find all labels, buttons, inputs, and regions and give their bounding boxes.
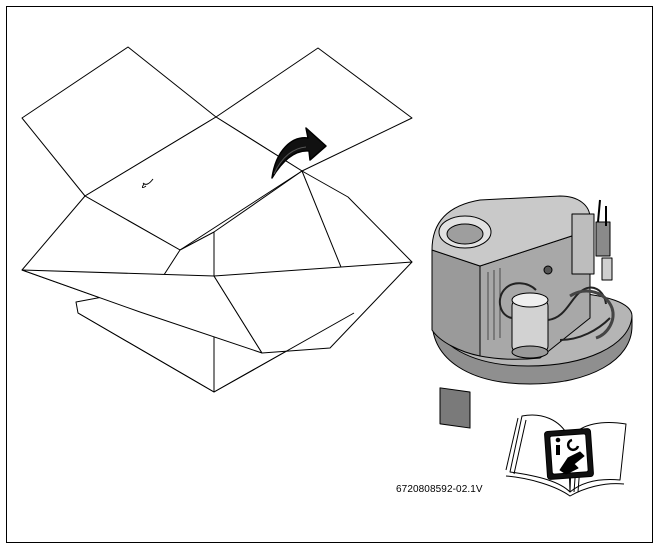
info-wrench-symbol-icon: [544, 428, 594, 480]
unit-controls: [543, 199, 613, 281]
box-front-flap-right: [213, 261, 413, 354]
unit-front-panel: [439, 387, 471, 429]
curved-arrow-icon: [271, 127, 327, 179]
figure-frame: [6, 6, 653, 543]
open-box-icon: [21, 46, 413, 393]
unit-compressor: [511, 292, 549, 359]
box-handle-slot: [141, 178, 154, 189]
figure-id-label: 6720808592-02.1V: [396, 484, 483, 495]
heat-pump-unit-icon: [431, 195, 633, 429]
manual-book-icon: [505, 414, 627, 497]
